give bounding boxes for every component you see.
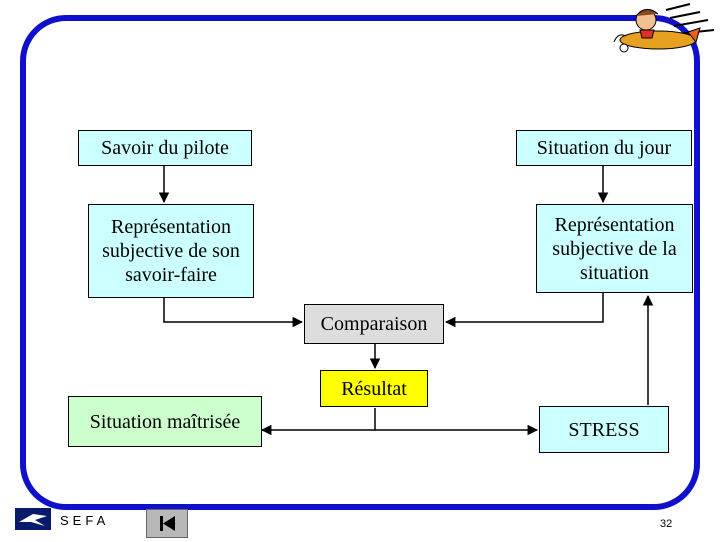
first-page-icon [160,516,175,531]
representation-savoir-label: Représentation subjective de son savoir-… [102,216,240,286]
page-number: 32 [660,518,673,530]
arrow-resultat-to-maitrisee [260,408,376,436]
representation-situation-label: Représentation subjective de la situatio… [552,213,677,284]
footer-org: SEFA [60,513,110,528]
resultat-label: Résultat [341,377,407,400]
situation-jour-box: Situation du jour [516,130,692,166]
comparaison-label: Comparaison [320,313,428,335]
pilot-plane-icon [613,3,715,53]
arrow-situation-repr-to-comparaison [444,293,604,328]
situation-jour-label: Situation du jour [536,137,672,159]
representation-savoir-box: Représentation subjective de son savoir-… [88,204,254,298]
savoir-pilote-label: Savoir du pilote [101,137,229,159]
sefa-logo-icon [15,508,51,530]
representation-situation-box: Représentation subjective de la situatio… [536,204,693,293]
arrow-savoir-repr-to-comparaison [163,298,304,328]
situation-maitrisee-label: Situation maîtrisée [89,410,241,433]
comparaison-box: Comparaison [304,304,444,344]
first-page-button[interactable] [146,509,188,538]
savoir-pilote-box: Savoir du pilote [78,130,252,166]
stress-box: STRESS [539,406,669,453]
resultat-box: Résultat [320,370,428,407]
stress-label: STRESS [568,418,640,441]
situation-maitrisee-box: Situation maîtrisée [68,396,262,447]
slide-frame [20,15,700,510]
